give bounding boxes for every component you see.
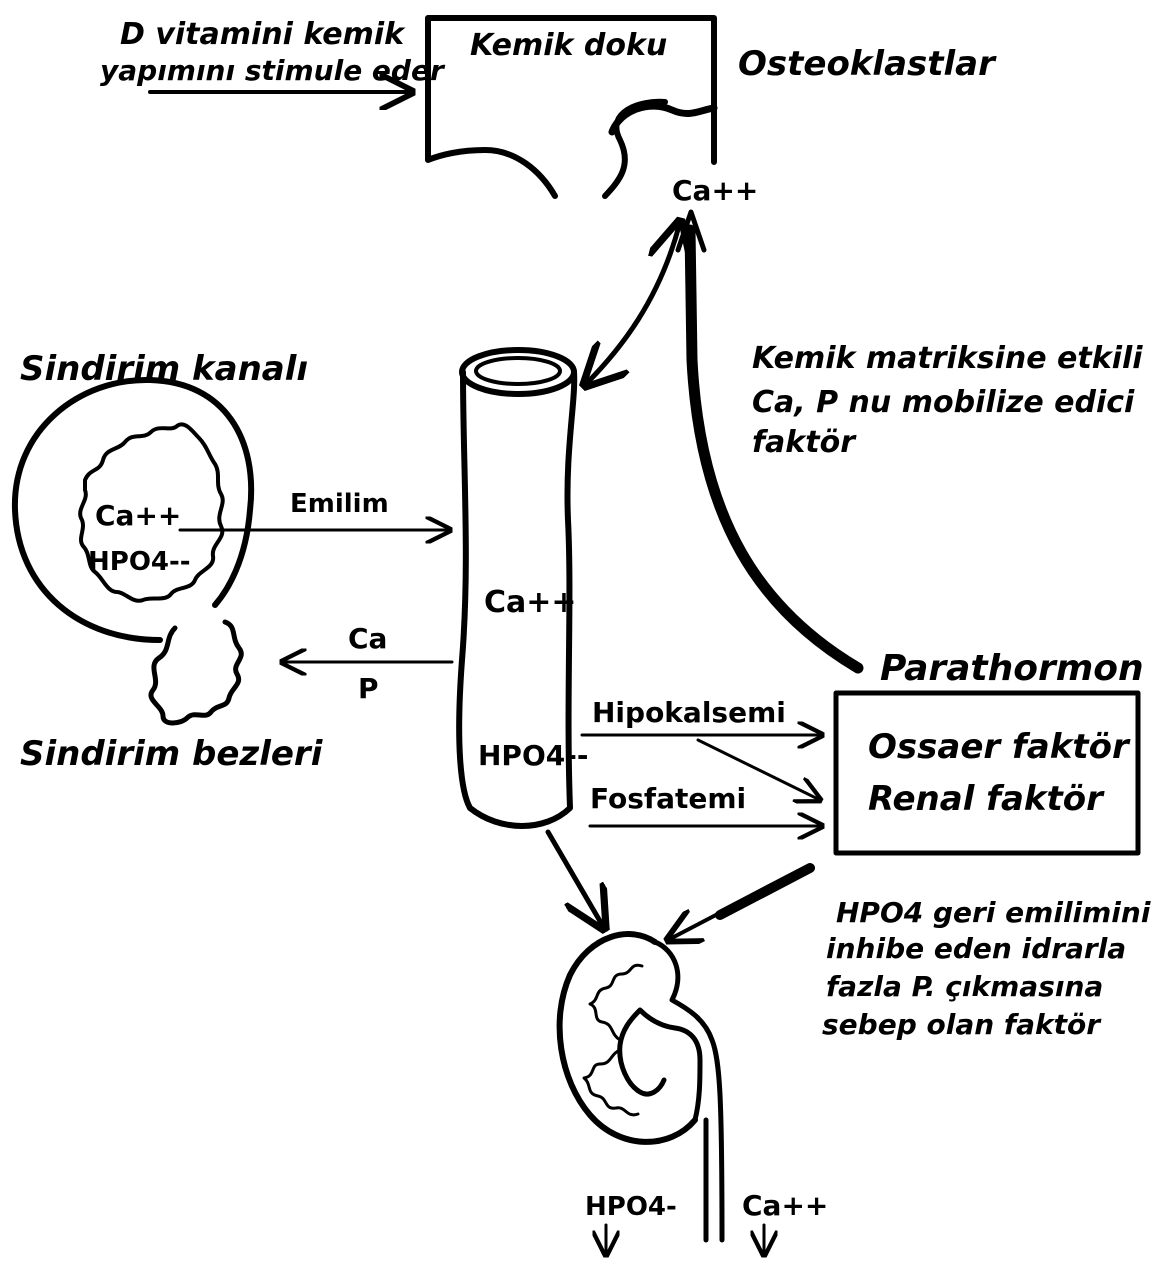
osteoclasts-label: Osteoklastlar <box>738 44 997 84</box>
digestive-glands-label: Sindirim bezleri <box>20 734 324 774</box>
parathormone: Parathormon Ossaer faktör Renal faktör H… <box>582 648 1144 853</box>
gut-hpo4-label: HPO4-- <box>88 547 191 577</box>
renal-factor-label: Renal faktör <box>868 779 1105 819</box>
vitamin-d-line1: D vitamini kemik <box>120 17 406 52</box>
ca-top-label: Ca++ <box>672 174 758 207</box>
kidney-ca-label: Ca++ <box>742 1189 828 1222</box>
return-ca-label: Ca <box>348 622 387 655</box>
gut-ca-label: Ca++ <box>95 499 181 532</box>
matrix-factor-note: Kemik matriksine etkili Ca, P nu mobiliz… <box>752 341 1143 460</box>
renal-factor-note: HPO4 geri emilimini inhibe eden idrarla … <box>822 896 1151 1041</box>
absorption-label: Emilim <box>290 489 389 519</box>
bone-box-label: Kemik doku <box>470 28 667 63</box>
vessel-kidney-arrow <box>548 832 604 928</box>
return-p-label: P <box>358 672 379 705</box>
matrix-factor-line1: Kemik matriksine etkili <box>752 341 1143 376</box>
digestive-gland <box>151 622 241 723</box>
renal-note-line1: HPO4 geri emilimini <box>836 896 1151 929</box>
renal-note-line2: inhibe eden idrarla <box>826 932 1126 965</box>
renal-note-line3: fazla P. çıkmasına <box>826 970 1103 1003</box>
osteoclast-shape <box>612 106 714 132</box>
parathormone-title: Parathormon <box>880 648 1144 689</box>
bone-vessel-ca-arrow <box>585 222 680 385</box>
hypocalcemia-label: Hipokalsemi <box>592 696 786 729</box>
blood-vessel: Ca++ HPO4-- <box>459 350 588 826</box>
vessel-ca-label: Ca++ <box>484 585 577 620</box>
phosphatemia-label: Fosfatemi <box>590 782 746 815</box>
vitamin-d-note: D vitamini kemik yapımını stimule eder <box>100 17 446 92</box>
kidney-calyces-top <box>590 965 642 1040</box>
parathormone-box <box>836 693 1138 853</box>
vessel-hpo4-label: HPO4-- <box>478 739 588 772</box>
kidney-pelvis <box>620 1010 700 1120</box>
renal-factor-kidney-arrowhead <box>668 905 735 940</box>
kidney: HPO4- Ca++ <box>560 934 829 1255</box>
matrix-factor-line2: Ca, P nu mobilize edici <box>752 385 1135 420</box>
bone-tissue: Kemik doku Osteoklastlar Ca++ <box>428 18 997 207</box>
kidney-hpo4-label: HPO4- <box>585 1192 677 1222</box>
digestive-tract: Sindirim kanalı Ca++ HPO4-- Sindirim bez… <box>15 349 452 774</box>
matrix-factor-line3: faktör <box>752 425 857 460</box>
vitamin-d-line2: yapımını stimule eder <box>100 54 446 87</box>
ossaer-factor-label: Ossaer faktör <box>868 727 1131 767</box>
vessel-lumen <box>476 358 560 384</box>
renal-note-line4: sebep olan faktör <box>822 1008 1102 1041</box>
